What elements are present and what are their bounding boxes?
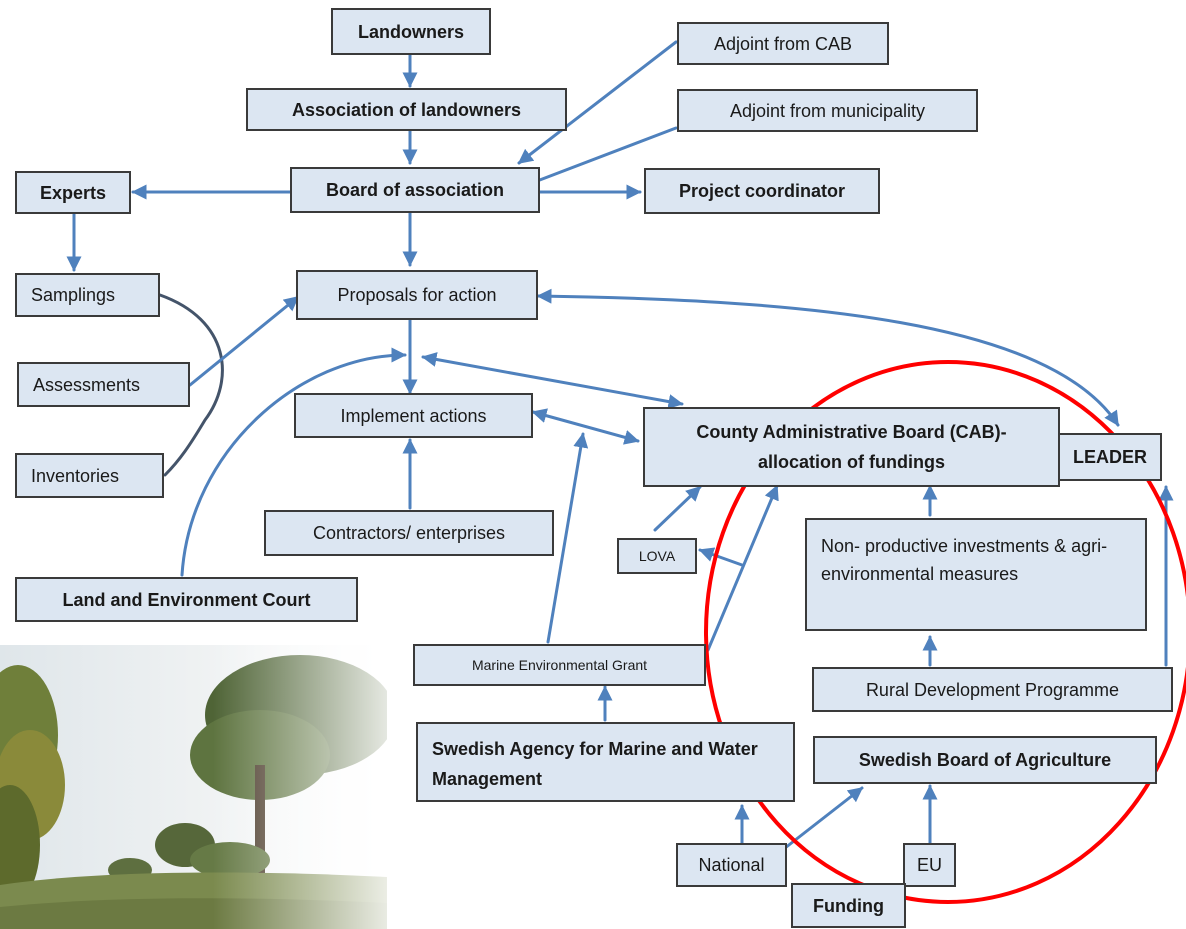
inventories-node: Inventories <box>15 453 164 498</box>
lova-node: LOVA <box>617 538 697 574</box>
adjoint-cab-node: Adjoint from CAB <box>677 22 889 65</box>
swedish-agency-node: Swedish Agency for Marine and Water Mana… <box>416 722 795 802</box>
eu-node: EU <box>903 843 956 887</box>
marine-grant-node: Marine Environmental Grant <box>413 644 706 686</box>
swedish-board-agriculture-node: Swedish Board of Agriculture <box>813 736 1157 784</box>
board-node: Board of association <box>290 167 540 213</box>
implement-node: Implement actions <box>294 393 533 438</box>
contractors-node: Contractors/ enterprises <box>264 510 554 556</box>
association-node: Association of landowners <box>246 88 567 131</box>
cab-line-2: allocation of fundings <box>758 452 945 472</box>
nonproductive-node: Non- productive investments & agri-envir… <box>805 518 1147 631</box>
samplings-node: Samplings <box>15 273 160 317</box>
assessments-node: Assessments <box>17 362 190 407</box>
cab-node: County Administrative Board (CAB)- alloc… <box>643 407 1060 487</box>
land-court-node: Land and Environment Court <box>15 577 358 622</box>
experts-node: Experts <box>15 171 131 214</box>
landowners-node: Landowners <box>331 8 491 55</box>
leader-node: LEADER <box>1058 433 1162 481</box>
cab-line-1: County Administrative Board (CAB)- <box>696 422 1007 442</box>
proposals-node: Proposals for action <box>296 270 538 320</box>
highlight-circle <box>704 360 1186 904</box>
project-coordinator-node: Project coordinator <box>644 168 880 214</box>
rural-programme-node: Rural Development Programme <box>812 667 1173 712</box>
funding-node: Funding <box>791 883 906 928</box>
landscape-photo <box>0 645 387 929</box>
adjoint-municipality-node: Adjoint from municipality <box>677 89 978 132</box>
national-node: National <box>676 843 787 887</box>
